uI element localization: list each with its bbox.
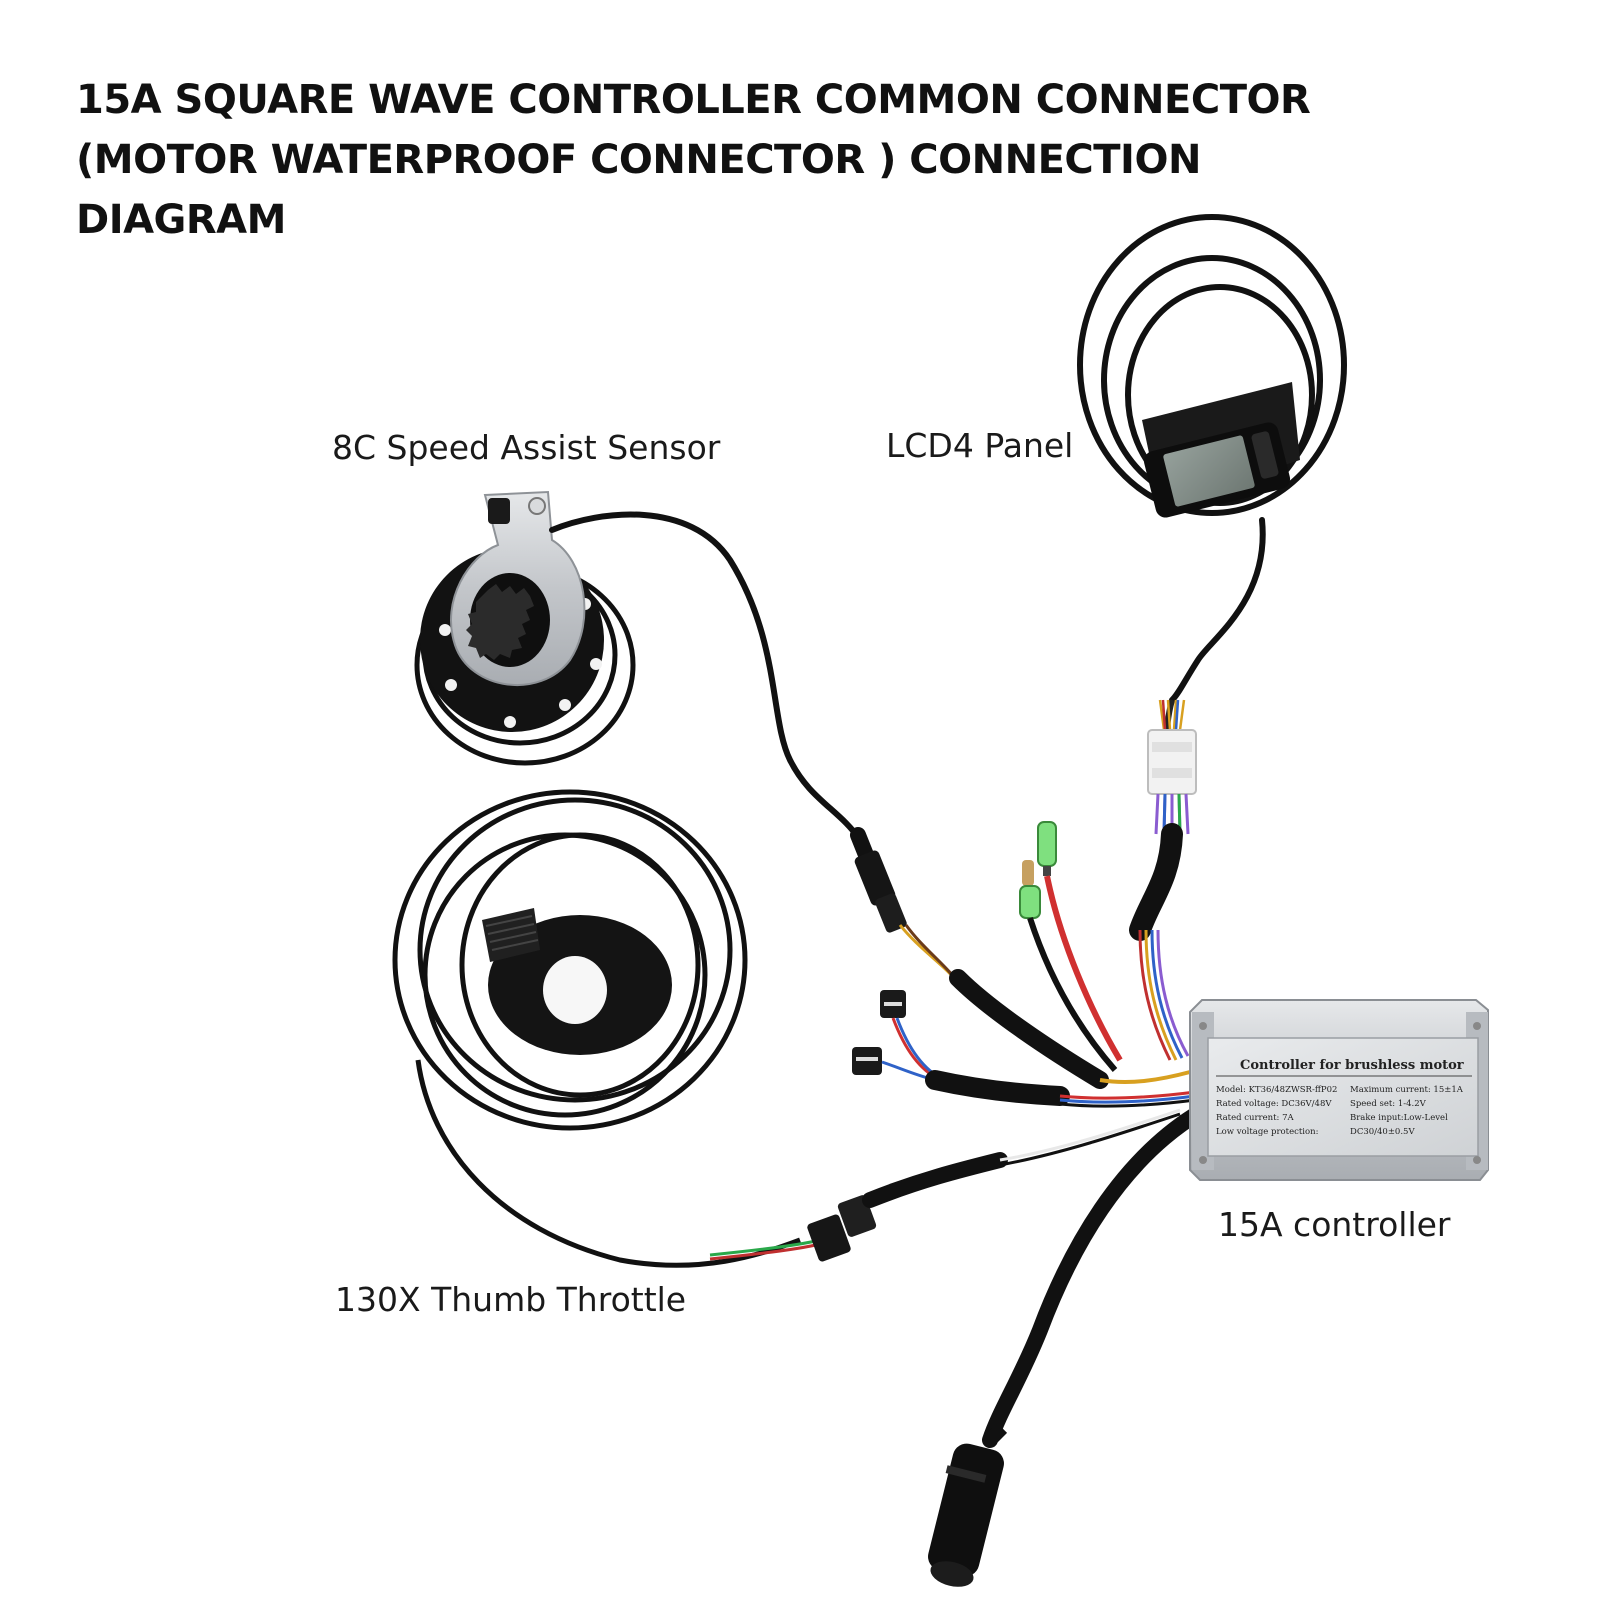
motor-waterproof-connector	[928, 1422, 1008, 1587]
title-line-2: (MOTOR WATERPROOF CONNECTOR ) CONNECTION	[76, 137, 1201, 183]
diagram-title: 15A SQUARE WAVE CONTROLLER COMMON CONNEC…	[76, 70, 1526, 250]
lcd-panel-label: LCD4 Panel	[886, 426, 1074, 465]
controller-leads	[852, 821, 1208, 1587]
plate-row-1-left: Model: KT36/48ZWSR-ffP02	[1216, 1085, 1337, 1095]
plate-row-3-right: Brake input:Low-Level	[1350, 1113, 1448, 1123]
lcd-connector	[1129, 699, 1197, 941]
speed-sensor-connector	[850, 827, 907, 933]
title-line-3: DIAGRAM	[76, 197, 286, 243]
controller-plate-heading: Controller for brushless motor	[1240, 1058, 1464, 1073]
brake-connector-1	[880, 990, 945, 1082]
lcd-display-unit	[1142, 382, 1300, 518]
plate-row-2-left: Rated voltage: DC36V/48V	[1216, 1099, 1332, 1109]
plate-row-4-right: DC30/40±0.5V	[1350, 1127, 1415, 1137]
lcd-sleeve	[1129, 823, 1183, 941]
controller-label-plate	[1207, 1037, 1479, 1157]
throttle-body	[482, 908, 672, 1055]
bullet-connector-2	[1019, 860, 1118, 1072]
speed-sensor-sleeve	[949, 969, 1109, 1089]
controller-unit: Controller for brushless motor Model: KT…	[1189, 999, 1489, 1181]
lcd-white-connector	[1147, 729, 1197, 795]
speed-sensor-bracket	[450, 490, 586, 686]
lcd-panel	[1077, 214, 1347, 941]
thumb-throttle	[392, 789, 1181, 1268]
plate-row-2-right: Speed set: 1-4.2V	[1350, 1099, 1427, 1109]
title-line-1: 15A SQUARE WAVE CONTROLLER COMMON CONNEC…	[76, 77, 1311, 123]
speed-sensor-cable	[549, 511, 863, 843]
throttle-label: 130X Thumb Throttle	[335, 1280, 687, 1319]
lcd-screen	[1163, 435, 1255, 507]
speed-sensor-label: 8C Speed Assist Sensor	[332, 428, 721, 467]
speed-sensor	[414, 490, 1109, 1089]
plate-row-1-right: Maximum current: 15±1A	[1350, 1085, 1464, 1095]
motor-cable	[982, 1104, 1208, 1448]
controller-label: 15A controller	[1218, 1205, 1451, 1244]
plate-row-3-left: Rated current: 7A	[1216, 1113, 1295, 1123]
throttle-cable-coil	[392, 789, 748, 1131]
green-bullet-connector-1	[1037, 821, 1123, 1062]
plate-row-4-left: Low voltage protection:	[1216, 1127, 1318, 1137]
